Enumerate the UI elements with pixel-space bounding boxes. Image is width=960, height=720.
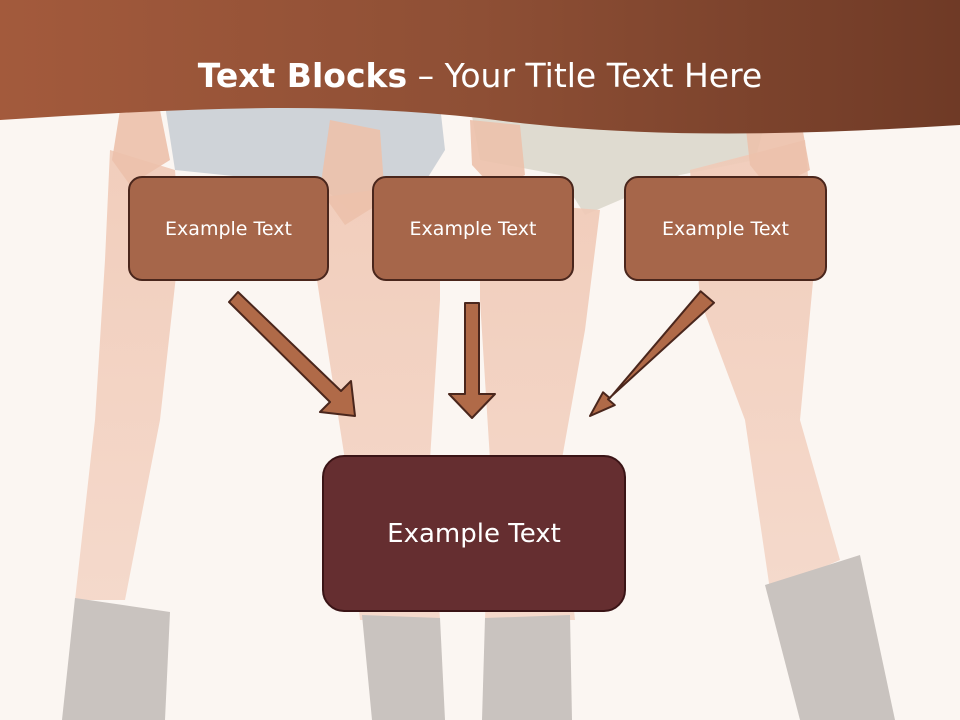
slide-title: Text Blocks – Your Title Text Here	[0, 54, 960, 98]
arrow-down-left-icon	[589, 290, 715, 417]
arrow-down-icon	[448, 302, 496, 419]
text-block-3[interactable]: Example Text	[624, 176, 827, 281]
main-text-block[interactable]: Example Text	[322, 455, 626, 612]
main-text-block-label: Example Text	[387, 518, 561, 549]
arrow-down-right-icon	[228, 291, 356, 417]
text-block-3-label: Example Text	[662, 217, 789, 240]
title-rest: Your Title Text Here	[444, 56, 763, 95]
text-block-2-label: Example Text	[409, 217, 537, 240]
text-block-1-label: Example Text	[165, 217, 292, 240]
title-bold: Text Blocks	[197, 56, 408, 95]
text-block-2[interactable]: Example Text	[372, 176, 574, 281]
title-dash: –	[407, 56, 445, 95]
text-block-1[interactable]: Example Text	[128, 176, 329, 281]
